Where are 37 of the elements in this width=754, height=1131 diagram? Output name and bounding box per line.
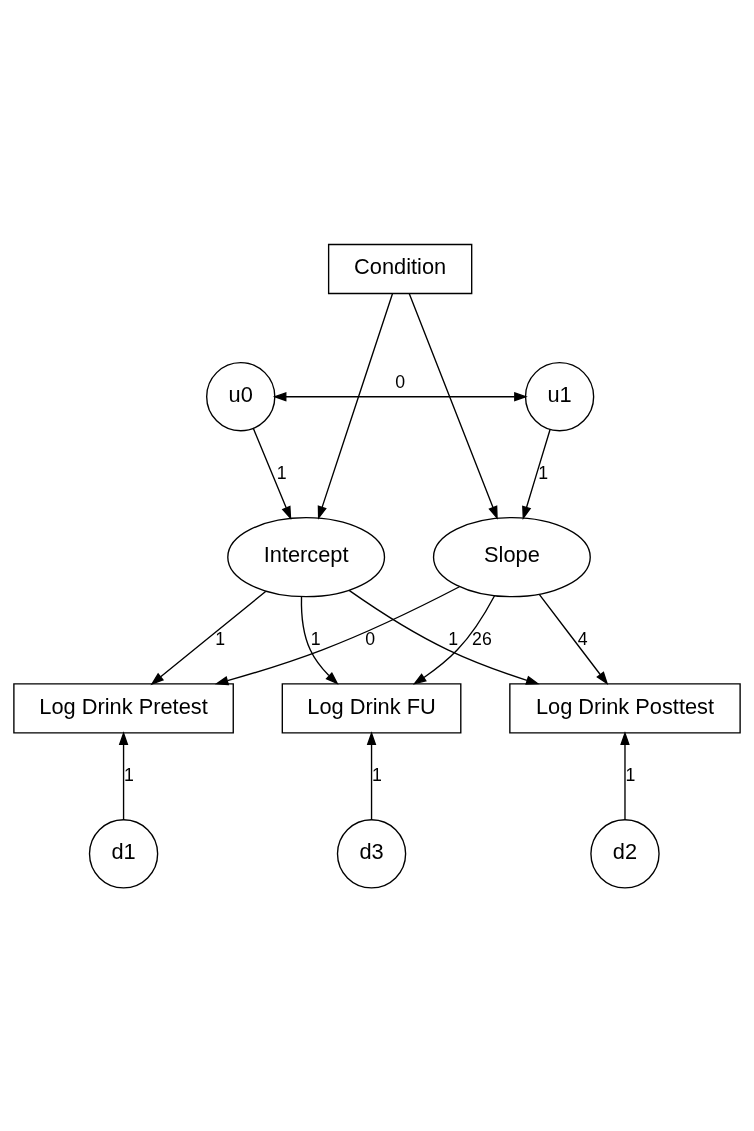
arrow <box>118 730 129 820</box>
node-circle: u1 <box>524 361 595 431</box>
edge-label: 1 <box>625 764 636 785</box>
node-circle: u0 <box>206 361 276 431</box>
arrow <box>214 585 461 685</box>
node-circle: d2 <box>590 818 660 889</box>
arrow <box>620 730 630 820</box>
edge-label: 1 <box>124 764 134 785</box>
edge-label: 1 <box>215 628 226 649</box>
arrow <box>317 292 394 520</box>
arrow <box>366 730 377 820</box>
arrow <box>412 594 496 685</box>
arrow <box>252 426 292 520</box>
edge-label: 1 <box>538 462 549 483</box>
edge-label: 1 <box>372 764 382 785</box>
node-circle: d1 <box>88 818 159 889</box>
node-ellipse: Slope <box>432 516 591 597</box>
node-box: Log Drink FU <box>281 682 462 734</box>
arrow <box>348 589 540 685</box>
arrow <box>300 595 339 685</box>
edge-label: 0 <box>395 371 406 392</box>
node-circle: d3 <box>336 818 407 889</box>
node-ellipse: Intercept <box>227 516 386 597</box>
edge-label: 1 <box>276 462 287 483</box>
node-box: Log Drink Posttest <box>509 682 741 734</box>
node-box: Log Drink Pretest <box>13 682 234 734</box>
edge-label: 0 <box>365 628 376 649</box>
node-box: Condition <box>327 243 473 294</box>
arrow <box>272 391 528 401</box>
arrow <box>522 428 551 520</box>
edge-label: 4 <box>577 628 588 649</box>
edge-label: 1 <box>448 628 459 649</box>
arrow <box>538 593 609 685</box>
arrow <box>408 292 498 520</box>
edge-label: 1 <box>310 628 321 649</box>
arrow <box>150 590 267 685</box>
edge-label: 26 <box>472 628 492 649</box>
